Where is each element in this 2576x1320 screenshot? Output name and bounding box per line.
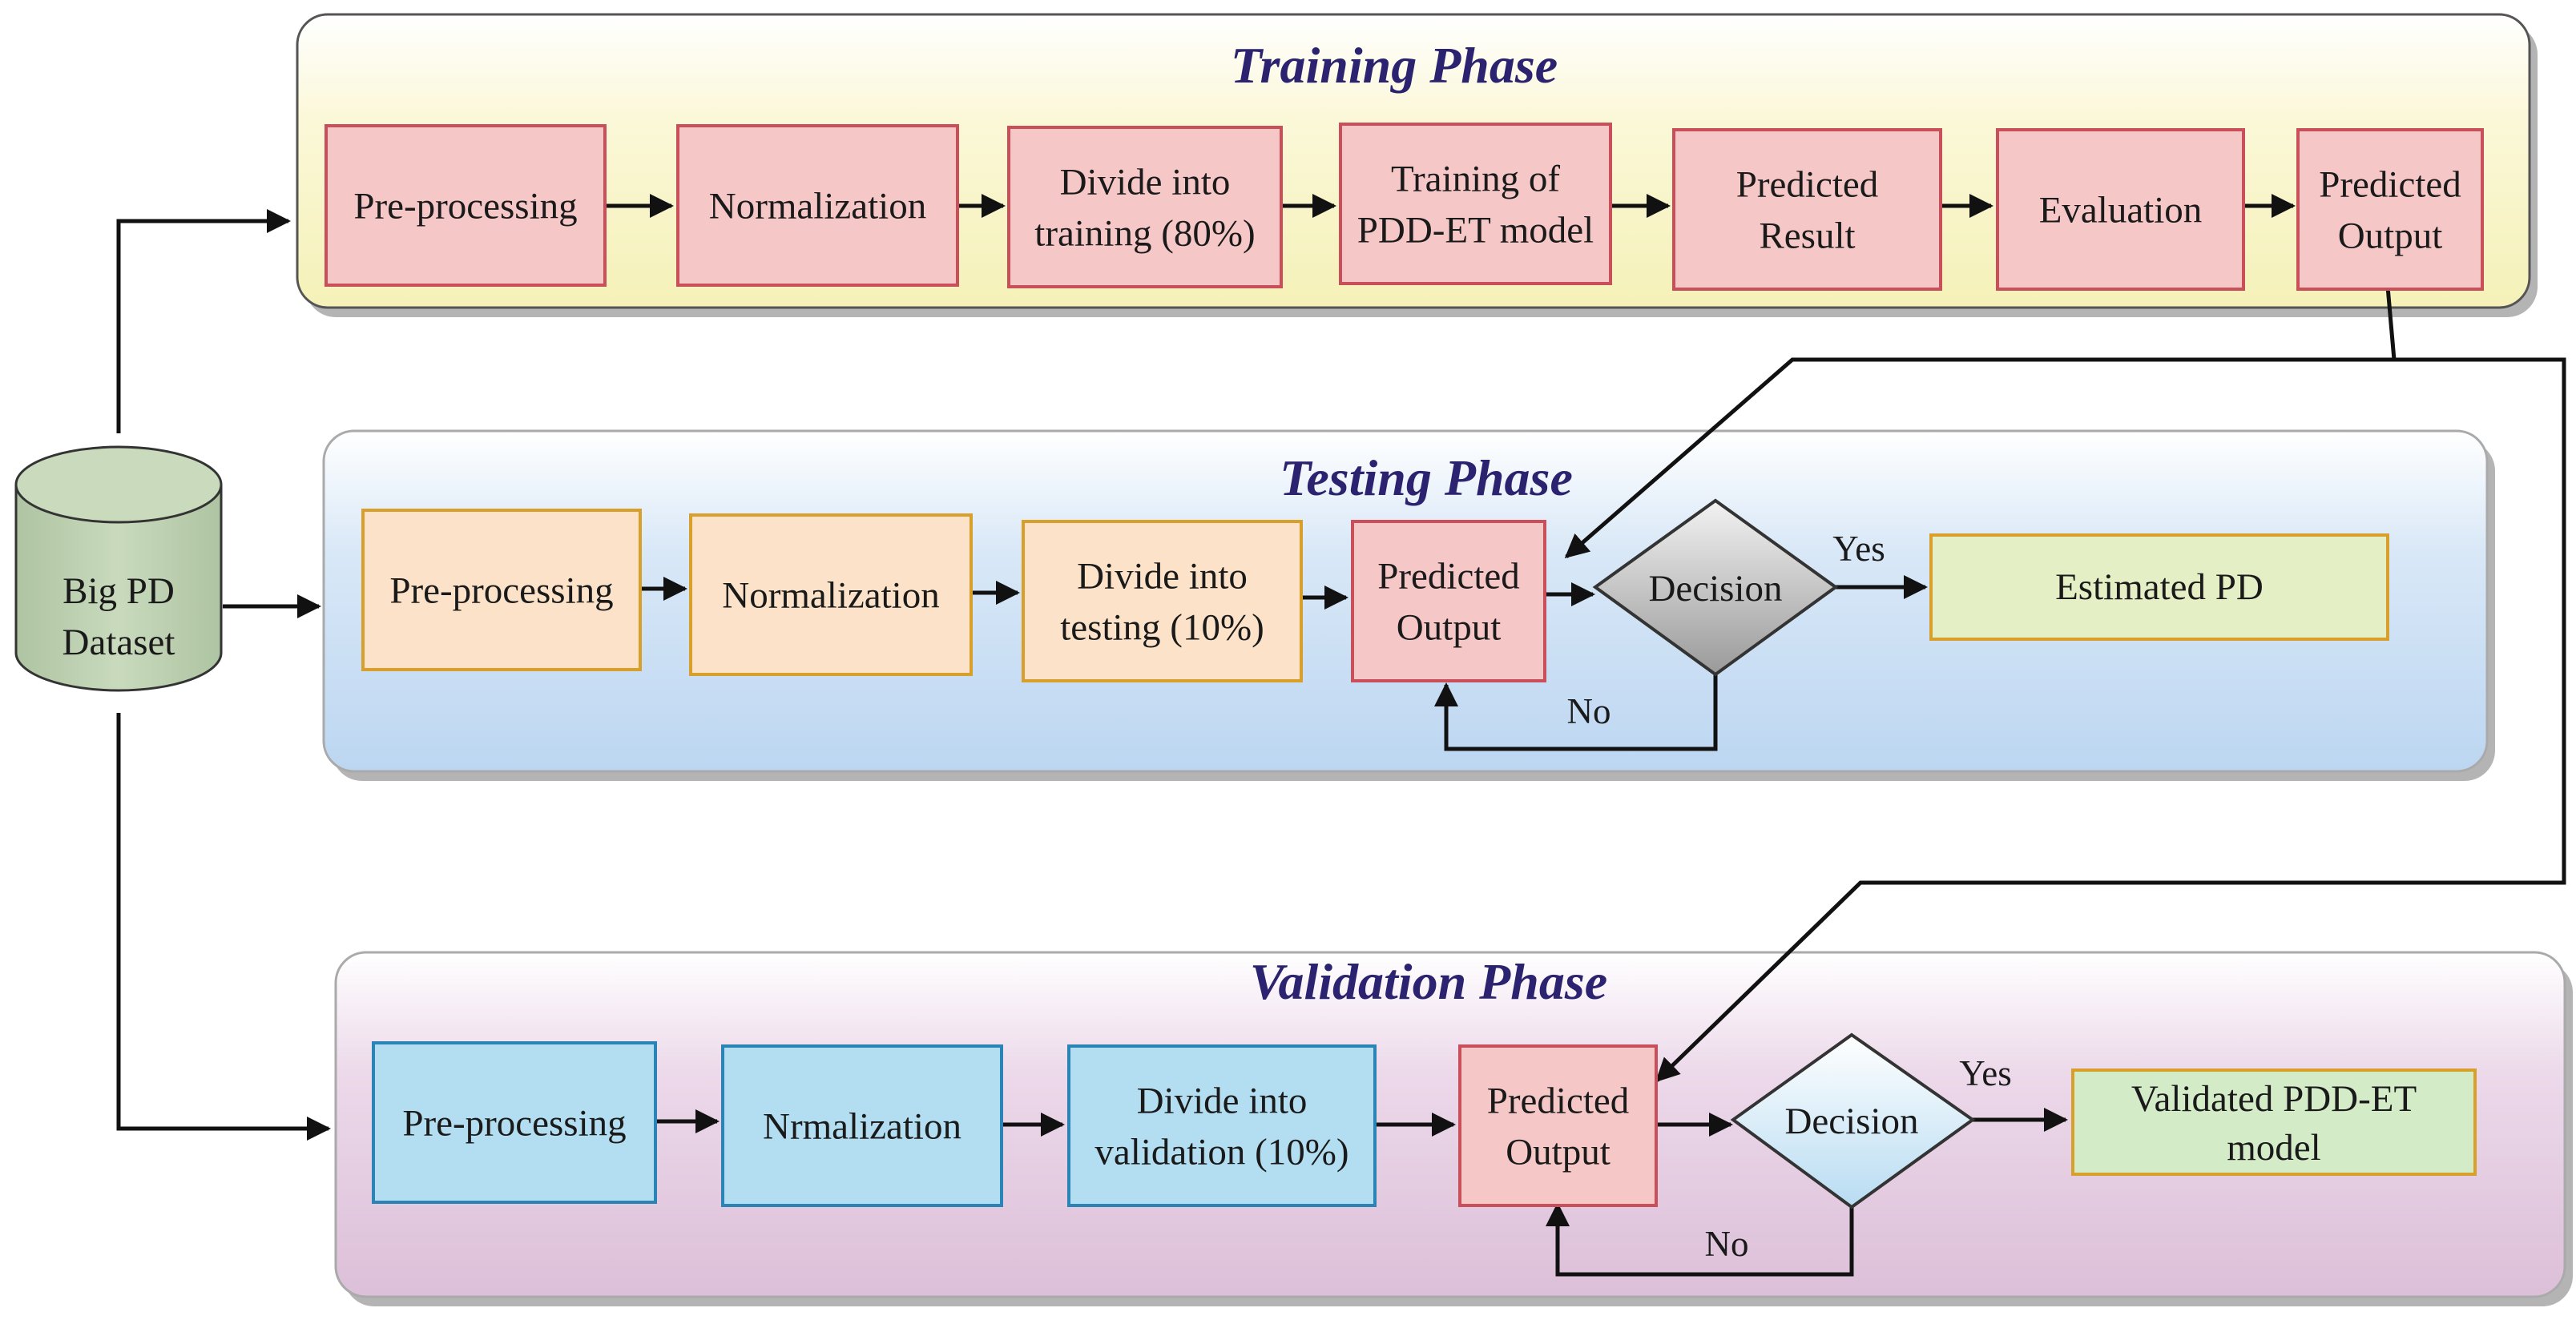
training-step-label-5-line1: Predicted xyxy=(1736,164,1879,206)
training-step-label-7-line2: Output xyxy=(2338,215,2443,257)
testing-step-label-3-line2: testing (10%) xyxy=(1060,607,1264,649)
training-step-label-6-line1: Evaluation xyxy=(2039,190,2203,231)
training-step-label-3-line2: training (80%) xyxy=(1034,213,1255,255)
training-step-label-4-line2: PDD-ET model xyxy=(1357,210,1594,252)
training-step-box-7 xyxy=(2296,128,2484,291)
training-step-label-4-line1: Training of xyxy=(1391,159,1560,200)
testing-step-label-4-line2: Output xyxy=(1397,607,1502,649)
dataset-to-validation-arrow xyxy=(116,713,331,1141)
training-to-testing-arrow xyxy=(1564,286,2397,558)
training-step-box-4 xyxy=(1339,123,1612,285)
validation-step-label-1-line1: Pre-processing xyxy=(402,1103,626,1145)
dataset-cylinder-icon xyxy=(14,445,223,692)
validation-step-label-4-line2: Output xyxy=(1506,1132,1611,1173)
testing-step-label-1-line1: Pre-processing xyxy=(389,570,613,612)
estimated-pd-box xyxy=(1929,533,2389,641)
training-step-box-3 xyxy=(1007,126,1283,288)
validated-model-label-line1: Validated PDD-ET xyxy=(2131,1078,2417,1120)
training-step-label-2-line1: Normalization xyxy=(709,186,926,227)
validation-step-box-4 xyxy=(1458,1044,1658,1207)
training-step-box-5 xyxy=(1672,128,1942,291)
training-step-label-1-line1: Pre-processing xyxy=(353,186,577,227)
training-step-label-5-line2: Result xyxy=(1759,215,1855,257)
testing-no-loop-arrow xyxy=(1434,674,1718,751)
estimated-pd-label: Estimated PD xyxy=(2055,566,2264,608)
testing-step-label-3-line1: Divide into xyxy=(1077,556,1248,598)
testing-decision-label: Decision xyxy=(1648,568,1782,610)
testing-decision-diamond xyxy=(1592,498,1839,677)
validation-decision-diamond xyxy=(1730,1032,1976,1209)
validation-step-box-1 xyxy=(372,1041,657,1204)
testing-step-box-3 xyxy=(1022,520,1303,682)
testing-step-box-2 xyxy=(689,513,973,676)
testing-step-box-1 xyxy=(361,509,642,671)
testing-step-label-2-line1: Normalization xyxy=(722,575,939,617)
training-step-box-6 xyxy=(1996,128,2245,291)
testing-step-box-4 xyxy=(1351,520,1546,682)
validation-step-box-3 xyxy=(1067,1044,1377,1207)
validation-no-label: No xyxy=(1705,1224,1749,1264)
training-step-label-7-line1: Predicted xyxy=(2319,164,2461,206)
training-step-box-2 xyxy=(676,124,959,287)
validation-phase-title: Validation Phase xyxy=(1250,953,1607,1010)
testing-phase-title: Testing Phase xyxy=(1280,449,1573,506)
validation-step-box-2 xyxy=(721,1044,1003,1207)
training-to-validation-arrow xyxy=(1655,357,2566,1083)
testing-no-label: No xyxy=(1567,691,1611,731)
dataset-to-training-arrow xyxy=(116,209,291,433)
validation-step-label-3-line2: validation (10%) xyxy=(1094,1132,1348,1173)
connectors xyxy=(116,194,2566,1277)
dataset-label-line2: Dataset xyxy=(62,622,175,663)
validation-no-loop-arrow xyxy=(1546,1202,1854,1277)
testing-yes-label: Yes xyxy=(1832,529,1885,569)
validated-model-box xyxy=(2071,1068,2477,1176)
validation-step-label-3-line1: Divide into xyxy=(1137,1081,1308,1122)
validated-model-label-line2: model xyxy=(2227,1127,2320,1169)
training-step-label-3-line1: Divide into xyxy=(1060,162,1231,203)
training-step-box-1 xyxy=(325,124,607,287)
validation-decision-label: Decision xyxy=(1784,1101,1918,1142)
validation-step-label-2-line1: Nrmalization xyxy=(763,1106,961,1148)
validation-yes-label: Yes xyxy=(1959,1053,2011,1093)
dataset-label-line1: Big PD xyxy=(62,570,175,612)
training-phase-title: Training Phase xyxy=(1231,37,1558,94)
testing-step-label-4-line1: Predicted xyxy=(1377,556,1520,598)
validation-step-label-4-line1: Predicted xyxy=(1487,1081,1630,1122)
